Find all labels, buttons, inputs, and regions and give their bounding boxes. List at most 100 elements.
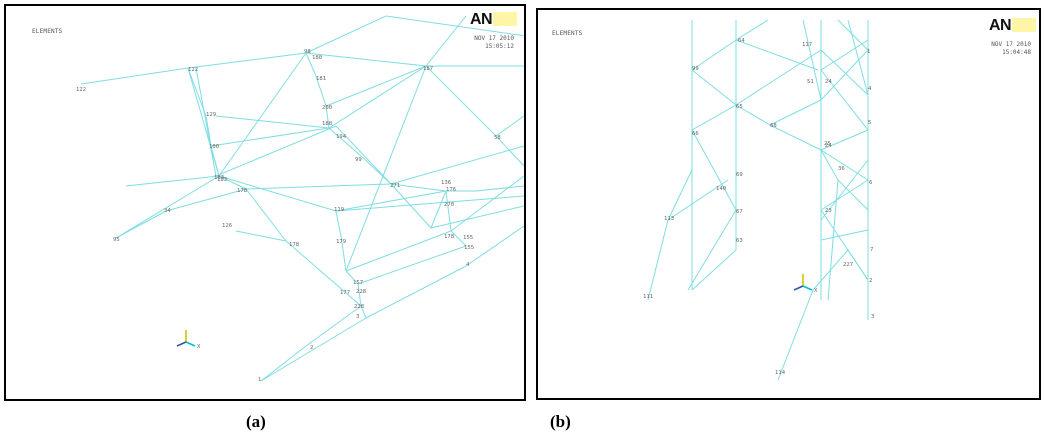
panel-b-element-line <box>820 229 869 241</box>
panel-b-node-label: 140 <box>716 186 726 192</box>
panel-b-ansys-logo: AN <box>989 18 1037 34</box>
panel-a-element-line <box>425 65 497 137</box>
panel-a-element-line <box>335 210 342 237</box>
panel-b-node-label: 117 <box>802 42 812 48</box>
panel-b-element-lines <box>647 19 869 381</box>
panel-a-element-line <box>465 225 524 267</box>
panel-a-element-line <box>430 205 524 229</box>
panel-b-element-line <box>735 104 771 126</box>
panel-a-element-line <box>215 125 337 177</box>
panel-a-element-line <box>357 283 362 307</box>
panel-b-node-label: 24 <box>825 143 832 149</box>
panel-a-node-label: 3 <box>356 314 359 320</box>
panel-b-node-label: 7 <box>870 247 873 253</box>
panel-a-element-line <box>187 52 307 69</box>
panel-b-node-label: 113 <box>664 216 674 222</box>
panel-a-stamp-date: NOV 17 2010 <box>474 35 514 42</box>
panel-b-element-line <box>691 129 737 211</box>
panel-b-node-label: 23 <box>825 208 832 214</box>
panel-a-node-label: 228 <box>356 289 367 295</box>
panel-a-element-line <box>390 183 447 192</box>
panel-a-element-line <box>315 75 327 107</box>
panel-a-element-line <box>325 65 427 107</box>
panel-b-node-label: 114 <box>775 370 786 376</box>
panel-a-element-line <box>495 115 524 137</box>
panel-b-element-line <box>837 179 869 211</box>
panel-a-element-line <box>218 175 247 190</box>
panel-a-element-line <box>335 190 447 212</box>
panel-b-element-line <box>687 209 737 291</box>
panel-a-node-label: 155 <box>463 235 473 241</box>
panel-b-element-line <box>769 99 822 126</box>
panel-b-logo-tile <box>1012 18 1037 32</box>
panel-a-element-line <box>195 67 217 177</box>
panel-a-node-label: 200 <box>322 105 332 111</box>
panel-b-element-line <box>820 39 869 71</box>
panel-a-node-label: 58 <box>494 135 501 141</box>
panel-b-node-label: 227 <box>843 262 853 268</box>
panel-b-element-line <box>647 219 669 301</box>
panel-b-element-line <box>777 289 814 381</box>
panel-a-element-line <box>430 190 447 229</box>
panel-a-element-line <box>335 195 524 212</box>
panel-a-node-label: 95 <box>113 237 120 243</box>
panel-a-node-label: 176 <box>446 187 456 193</box>
panel-b-stamp-date: NOV 17 2010 <box>991 41 1031 48</box>
panel-a-node-label: 119 <box>334 207 344 213</box>
panel-a-node-label: 183 <box>214 175 224 181</box>
panel-a-element-line <box>390 183 432 229</box>
panel-a-element-line <box>245 188 287 242</box>
panel-a-node-label: 34 <box>164 208 171 214</box>
panel-b-element-line <box>691 39 737 71</box>
panel-a-logo-text: AN <box>470 11 493 28</box>
panel-a-node-label: 177 <box>340 290 350 296</box>
panel-b-node-label: 4 <box>868 86 872 92</box>
panel-a-node-label: 157 <box>353 280 363 286</box>
panel-b-stamp-time: 15:04:48 <box>1002 49 1031 56</box>
panel-b-element-line <box>802 19 822 101</box>
panel-b-element-line <box>827 179 839 301</box>
panel-a-node-labels: 1221229818018118318312920018819410099187… <box>76 49 501 383</box>
panel-a-node-label: 270 <box>444 202 454 208</box>
panel-a-element-line <box>165 188 247 212</box>
panel-b-element-line <box>735 19 769 41</box>
panel-b-timestamp: NOV 17 2010 15:04:48 <box>991 41 1031 57</box>
panel-a-triad-label: X <box>197 344 201 350</box>
panel-b-triad-z-axis <box>793 285 804 291</box>
panel-b-element-line <box>735 39 819 71</box>
panel-a-logo-tile <box>493 12 518 26</box>
panel-b-node-label: 25 <box>824 141 831 147</box>
panel-a-element-line <box>328 65 427 129</box>
panel-a-element-line <box>345 270 359 285</box>
panel-b-element-line <box>847 19 869 96</box>
panel-a-element-line <box>305 52 427 67</box>
panel-a-element-line <box>235 230 287 242</box>
panel-a-element-line <box>210 127 330 147</box>
panel-a-triad-x-axis <box>185 341 196 347</box>
panel-b-element-line <box>735 49 822 106</box>
panel-a-coordinate-triad-icon: X <box>176 330 201 350</box>
panel-a-triad-z-axis <box>176 341 187 347</box>
panel-a-element-line <box>305 305 362 347</box>
panel-b-node-label: 36 <box>838 166 845 172</box>
panel-b-node-label: 64 <box>738 38 745 44</box>
panel-a-node-label: 122 <box>76 87 86 93</box>
panel-b-node-label: 1 <box>867 49 870 55</box>
caption-a: (a) <box>246 412 266 431</box>
panel-a-element-line <box>345 65 427 272</box>
panel-b-element-line <box>769 124 822 151</box>
panel-b-node-label: 99 <box>692 66 699 72</box>
panel-b-element-line <box>820 149 869 181</box>
panel-a-element-line <box>285 240 362 307</box>
panel-a-node-label: 178 <box>289 242 300 248</box>
panel-b-element-line <box>820 49 869 96</box>
panel-a-element-lines <box>80 15 524 382</box>
panel-a-node-label: 271 <box>390 183 400 189</box>
panel-a-element-line <box>125 175 220 187</box>
panel-a-element-line <box>305 15 387 54</box>
panel-b-node-label: 24 <box>825 79 832 85</box>
panel-b-header: ELEMENTS <box>552 30 583 37</box>
panel-a-node-label: 1 <box>258 377 261 383</box>
